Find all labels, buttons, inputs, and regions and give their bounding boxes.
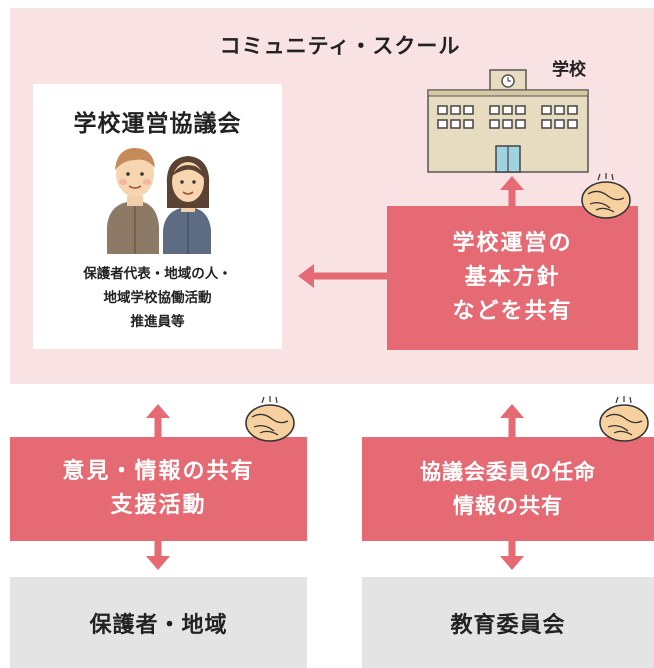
council-member-line: 地域学校協働活動 — [103, 290, 212, 306]
arrow-right-updown — [500, 404, 524, 570]
council-members-illustration — [107, 148, 211, 254]
arrow-left-updown — [146, 404, 170, 570]
handshake-icon — [245, 396, 295, 442]
school-label: 学校 — [552, 60, 586, 80]
council-members-text: 保護者代表・地域の人・ 地域学校協働活動 推進員等 — [33, 262, 282, 334]
handshake-icon — [581, 173, 631, 219]
shared-policy-box: 学校運営の 基本方針 などを共有 — [387, 206, 638, 350]
parents-activity-box: 意見・情報の共有 支援活動 — [10, 437, 307, 541]
school-building-icon — [427, 69, 589, 173]
council-member-line: 保護者代表・地域の人・ — [83, 266, 232, 282]
school-council-card: 学校運営協議会 保護者代表・地域の人・ 地域学校協働活動 推進員等 — [33, 84, 282, 349]
board-activity-line: 協議会委員の任命 — [420, 460, 596, 484]
policy-line: 基本方針 — [464, 265, 561, 290]
school-council-title: 学校運営協議会 — [73, 111, 242, 137]
community-school-title: コミュニティ・スクール — [219, 34, 461, 58]
parents-activity-line: 支援活動 — [110, 493, 207, 518]
policy-line: 学校運営の — [452, 231, 573, 256]
parents-community-label: 保護者・地域 — [89, 612, 228, 638]
handshake-icon — [599, 396, 649, 442]
council-member-line: 推進員等 — [130, 314, 185, 330]
parents-community-box: 保護者・地域 — [10, 577, 307, 668]
board-activity-box: 協議会委員の任命 情報の共有 — [362, 437, 654, 541]
parents-activity-line: 意見・情報の共有 — [62, 459, 255, 484]
policy-line: などを共有 — [452, 299, 573, 324]
board-activity-line: 情報の共有 — [453, 494, 563, 518]
arrow-policy-to-council — [298, 264, 387, 288]
arrow-policy-to-school — [500, 176, 524, 206]
education-board-box: 教育委員会 — [362, 577, 654, 668]
education-board-label: 教育委員会 — [450, 612, 566, 638]
